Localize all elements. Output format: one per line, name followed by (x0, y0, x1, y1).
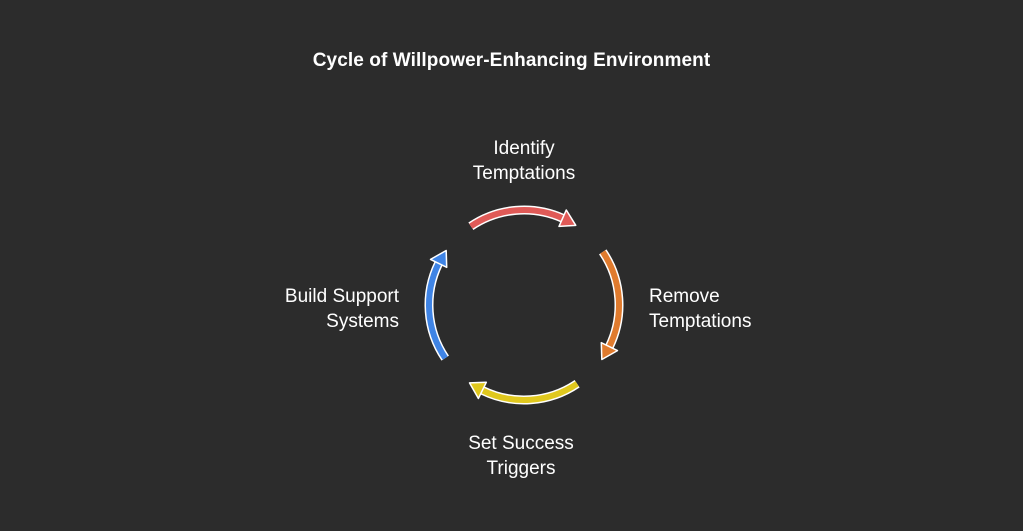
arc-remove-temptations (598, 249, 624, 361)
arc-remove-temptations-arrowhead (600, 341, 619, 361)
arc-identify-temptations-arrowhead (558, 209, 577, 228)
arc-set-success-triggers (468, 379, 580, 405)
step-label-identify-temptations: Identify Temptations (472, 138, 576, 184)
diagram-title: Cycle of Willpower-Enhancing Environment (312, 50, 711, 71)
arc-build-support-systems-arrowhead (429, 249, 448, 269)
arc-build-support-systems (424, 249, 450, 361)
step-label-build-support-systems: Build Support Systems (284, 286, 399, 332)
step-label-remove-temptations: Remove Temptations (649, 286, 752, 332)
arc-set-success-triggers-arrowhead (468, 381, 488, 400)
arc-identify-temptations (468, 205, 577, 231)
step-label-set-success-triggers: Set Success Triggers (468, 433, 574, 479)
